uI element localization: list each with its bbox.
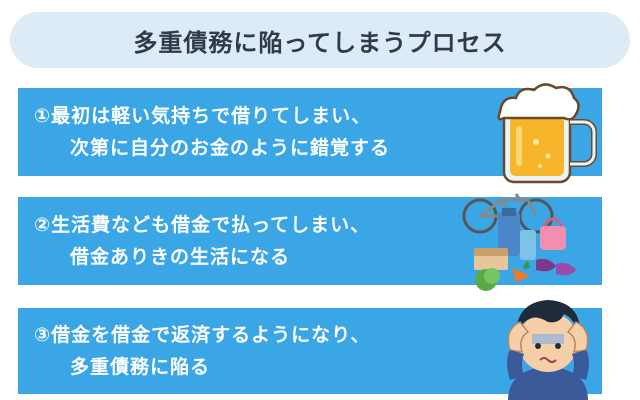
step-2-line-2: 借金ありきの生活になる — [70, 246, 291, 268]
shopping-goods-icon — [462, 193, 576, 291]
step-banner-3: ③借金を借金で返済するようになり、 多重債務に陥る — [18, 308, 602, 394]
worried-person-icon — [507, 300, 589, 400]
page-title: 多重債務に陥ってしまうプロセス — [10, 12, 630, 68]
beer-mug-icon — [497, 83, 597, 184]
step-3-line-1: ③借金を借金で返済するようになり、 — [34, 324, 371, 346]
page-title-text: 多重債務に陥ってしまうプロセス — [133, 28, 507, 57]
step-3-line-2: 多重債務に陥る — [70, 356, 211, 378]
step-1-line-1: ①最初は軽い気持ちで借りてしまい、 — [34, 105, 372, 127]
step-1-line-2: 次第に自分のお金のように錯覚する — [70, 137, 391, 159]
step-2-line-1: ②生活費なども借金で払ってしまい、 — [34, 214, 371, 236]
